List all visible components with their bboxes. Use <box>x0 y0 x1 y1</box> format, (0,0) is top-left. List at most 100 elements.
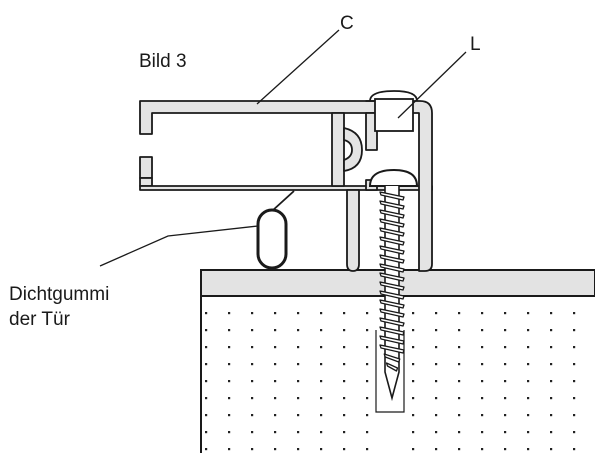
profile-callout-label: C <box>340 13 354 34</box>
texture-dot <box>435 363 438 366</box>
texture-dot <box>481 397 484 400</box>
texture-dot <box>274 414 277 417</box>
figure-title: Bild 3 <box>139 51 187 72</box>
texture-dot <box>504 312 507 315</box>
texture-dot <box>504 346 507 349</box>
texture-dot <box>412 397 415 400</box>
texture-dot <box>251 346 254 349</box>
texture-dot <box>343 363 346 366</box>
texture-dot <box>435 312 438 315</box>
screw-thread <box>379 263 405 273</box>
texture-dot <box>573 329 576 332</box>
texture-dot <box>343 431 346 434</box>
screw-head <box>368 168 419 187</box>
texture-dot <box>412 329 415 332</box>
profile-callout-line <box>256 29 340 105</box>
seal-label-line2: der Tür <box>9 309 70 330</box>
texture-dot <box>573 312 576 315</box>
texture-dot <box>297 414 300 417</box>
texture-dot <box>573 414 576 417</box>
texture-dot <box>343 346 346 349</box>
texture-dot <box>527 312 530 315</box>
texture-dot <box>366 431 369 434</box>
texture-dot <box>504 448 507 451</box>
texture-dot <box>573 397 576 400</box>
texture-dot <box>435 397 438 400</box>
screw-thread <box>379 344 405 354</box>
texture-dot <box>504 363 507 366</box>
screw-thread <box>379 209 405 219</box>
texture-dot <box>320 431 323 434</box>
texture-dot <box>297 448 300 451</box>
texture-dot <box>320 346 323 349</box>
seal-leader-line <box>99 225 259 267</box>
texture-dot <box>366 312 369 315</box>
texture-dot <box>435 414 438 417</box>
texture-dot <box>458 312 461 315</box>
texture-dot <box>458 380 461 383</box>
texture-dot <box>527 363 530 366</box>
screw-thread <box>379 236 405 246</box>
texture-dot <box>251 414 254 417</box>
texture-dot <box>573 363 576 366</box>
texture-dot <box>435 380 438 383</box>
texture-dot <box>504 397 507 400</box>
texture-dot <box>366 380 369 383</box>
texture-dot <box>481 363 484 366</box>
texture-dot <box>366 414 369 417</box>
texture-dot <box>251 397 254 400</box>
texture-dot <box>527 346 530 349</box>
texture-dot <box>550 431 553 434</box>
texture-dot <box>573 431 576 434</box>
texture-dot <box>458 363 461 366</box>
screw-thread <box>379 335 405 345</box>
texture-dot <box>251 431 254 434</box>
screw-thread <box>379 290 405 300</box>
texture-dot <box>435 448 438 451</box>
texture-dot <box>412 448 415 451</box>
texture-dot <box>274 397 277 400</box>
texture-dot <box>251 363 254 366</box>
texture-dot <box>481 448 484 451</box>
texture-dot <box>412 431 415 434</box>
lock-callout-line <box>397 51 467 119</box>
texture-dot <box>274 346 277 349</box>
screw <box>368 168 419 413</box>
texture-dot <box>297 397 300 400</box>
texture-dot <box>320 363 323 366</box>
texture-dot <box>205 329 208 332</box>
aluminium-profile <box>139 100 433 272</box>
screw-thread <box>379 191 405 201</box>
texture-dot <box>320 397 323 400</box>
texture-dot <box>297 312 300 315</box>
texture-dot <box>527 329 530 332</box>
texture-dot <box>458 329 461 332</box>
board-texture-dots <box>205 312 576 451</box>
texture-dot <box>205 448 208 451</box>
texture-dot <box>205 363 208 366</box>
texture-dot <box>320 414 323 417</box>
texture-dot <box>481 380 484 383</box>
texture-dot <box>366 448 369 451</box>
texture-dot <box>228 329 231 332</box>
screw-thread <box>379 272 405 282</box>
texture-dot <box>527 397 530 400</box>
texture-dot <box>297 346 300 349</box>
texture-dot <box>251 380 254 383</box>
texture-dot <box>527 414 530 417</box>
texture-dot <box>504 329 507 332</box>
screw-thread <box>379 218 405 228</box>
texture-dot <box>550 414 553 417</box>
texture-dot <box>366 397 369 400</box>
texture-dot <box>320 312 323 315</box>
texture-dot <box>228 414 231 417</box>
texture-dot <box>504 431 507 434</box>
screw-thread <box>385 362 399 372</box>
texture-dot <box>504 380 507 383</box>
texture-dot <box>458 448 461 451</box>
texture-dot <box>573 346 576 349</box>
texture-dot <box>412 346 415 349</box>
texture-dot <box>481 346 484 349</box>
texture-dot <box>412 380 415 383</box>
